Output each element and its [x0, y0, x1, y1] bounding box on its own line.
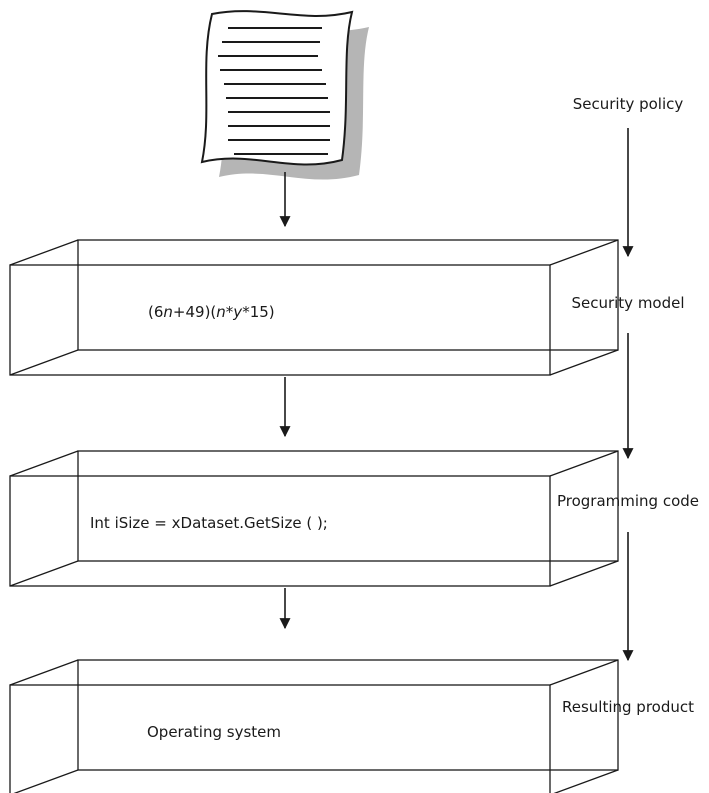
model-box — [9, 239, 619, 376]
model-box-formula: (6n+49)(n*y*15) — [148, 303, 275, 321]
stage-label-programming-code: Programming code — [557, 492, 699, 510]
stage-label-resulting-product: Resulting product — [562, 698, 694, 716]
code-box-text: Int iSize = xDataset.GetSize ( ); — [90, 514, 328, 532]
formula-segment: *15) — [242, 303, 274, 321]
formula-segment: y — [232, 303, 243, 321]
stage-label-security-model: Security model — [571, 294, 684, 312]
formula-segment: n — [216, 303, 226, 321]
stage-label-security-policy: Security policy — [573, 95, 684, 113]
formula-segment: (6 — [148, 303, 163, 321]
product-box — [9, 659, 619, 793]
formula-segment: * — [226, 303, 234, 321]
policy-document-icon — [200, 10, 369, 180]
formula-segment: +49)( — [173, 303, 216, 321]
document-text-lines — [218, 27, 330, 155]
formula-segment: n — [163, 303, 173, 321]
product-box-text: Operating system — [147, 723, 281, 741]
code-box — [9, 450, 619, 587]
